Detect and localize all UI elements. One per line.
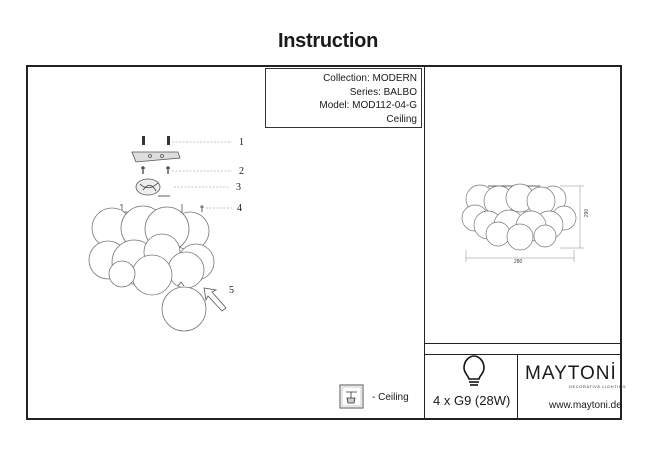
part-number-5: 5 (229, 285, 234, 296)
part-number-2: 2 (239, 166, 244, 177)
series-label: Series: BALBO (349, 86, 417, 98)
website-link[interactable]: www.maytoni.de (549, 400, 622, 411)
brand-tagline: DECORATIVE LIGHTING (569, 384, 627, 389)
dimension-diagram (461, 183, 577, 251)
bracket-screw-icon (141, 166, 170, 174)
instruction-frame (26, 65, 622, 420)
width-dimension: 280 (514, 259, 523, 265)
mount-type-label: Ceiling (386, 113, 417, 125)
brand-logo: MAYTONİ (525, 363, 617, 384)
part-number-3: 3 (236, 182, 241, 193)
product-info-box: Collection: MODERN Series: BALBO Model: … (265, 68, 422, 128)
ceiling-mount-icon (339, 384, 364, 409)
divider-vertical-2 (517, 355, 518, 419)
mount-type-legend: - Ceiling (372, 392, 409, 403)
screw-icon (142, 136, 170, 145)
wiring-terminal-icon (135, 178, 170, 197)
collection-label: Collection: MODERN (323, 73, 417, 84)
part-number-1: 1 (239, 137, 244, 148)
lamp-spec: 4 x G9 (28W) (433, 393, 511, 408)
model-label: Model: MOD112-04-G (319, 100, 417, 111)
mounting-bracket-icon (131, 151, 181, 163)
bulb-icon (463, 355, 485, 386)
height-dimension: 290 (584, 208, 591, 218)
glass-globes-icon (88, 205, 215, 332)
dimension-lines (465, 185, 584, 262)
divider-vertical (424, 66, 425, 419)
divider-horizontal (425, 343, 621, 344)
part-number-4: 4 (237, 203, 242, 214)
install-arrow-icon (177, 281, 227, 312)
page-title: Instruction (277, 30, 379, 52)
divider-horizontal-2 (425, 354, 621, 355)
leader-lines (172, 141, 232, 209)
